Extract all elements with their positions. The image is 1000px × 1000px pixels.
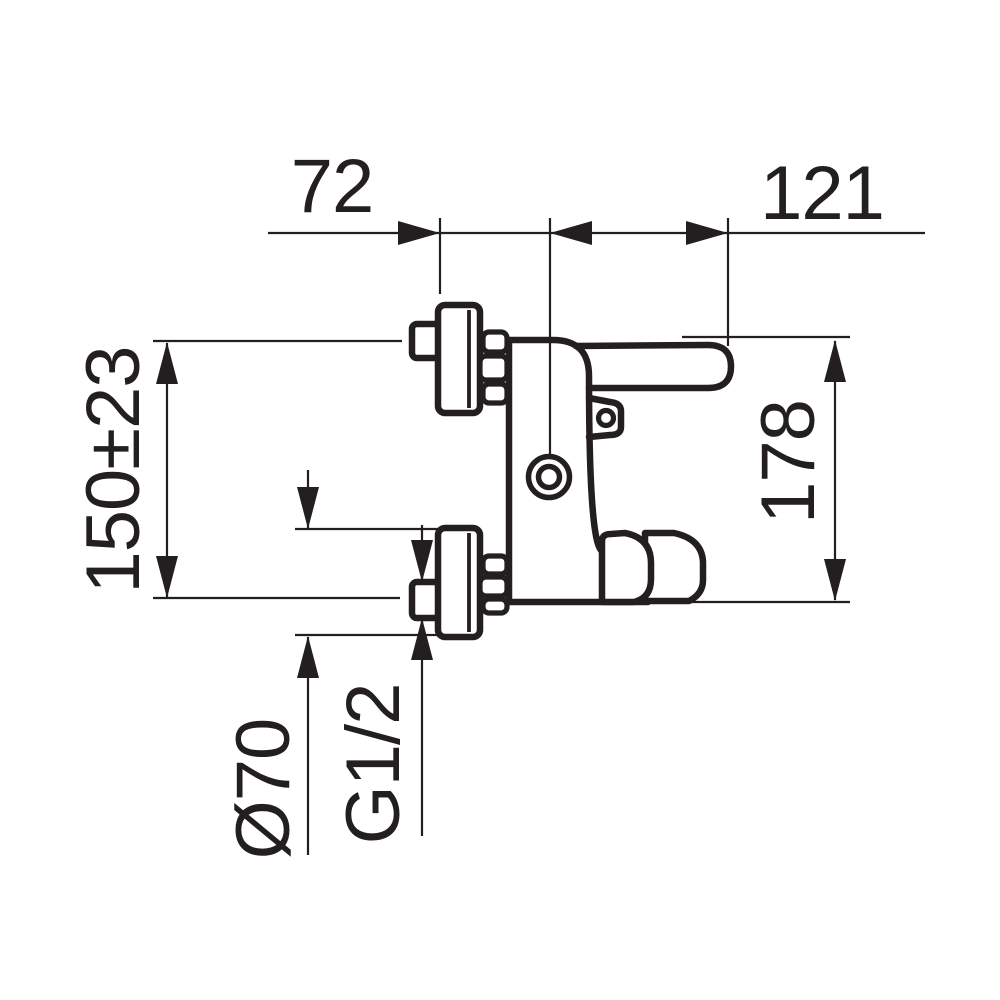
dimension-arrowheads [156, 221, 846, 678]
arrow-up-icon [297, 636, 319, 678]
spout-end [641, 529, 707, 605]
arrow-down-icon [411, 540, 433, 582]
arrow-right-icon [686, 221, 728, 245]
mixer-tap-fixture [408, 301, 735, 641]
dimension-label-g12: G1/2 [331, 684, 416, 845]
screw-outer-ring [525, 453, 573, 501]
bottom-wall-flange [434, 524, 484, 641]
arrow-down-icon [156, 556, 178, 598]
arrow-right-icon [398, 221, 440, 245]
bottom-nut-facet [480, 553, 510, 577]
dimension-label-121: 121 [760, 151, 884, 236]
dimension-label-150-23: 150±23 [71, 346, 156, 593]
arrow-up-icon [824, 340, 846, 382]
arrow-up-icon [411, 618, 433, 660]
top-wall-flange [434, 301, 484, 417]
top-nut-facet [477, 353, 510, 383]
arrow-down-icon [824, 559, 846, 601]
bracket-hole [595, 407, 617, 429]
mounting-bracket [585, 394, 625, 441]
mixer-body-outline [505, 336, 652, 606]
dimension-label-178: 178 [746, 400, 831, 524]
screw-inner-ring [535, 463, 563, 491]
lever-handle [572, 341, 735, 392]
spout-body [598, 529, 655, 606]
arrow-down-icon [297, 487, 319, 529]
dimension-label-diameter-70: Ø70 [221, 719, 306, 860]
top-nut-facet [480, 329, 510, 355]
arrow-up-icon [156, 342, 178, 384]
bottom-nut-facet [480, 596, 510, 616]
dimension-lines [153, 218, 925, 855]
top-nut-facet [480, 381, 510, 406]
dimension-labels: 72 121 150±23 178 Ø70 G1/2 [71, 144, 885, 860]
arrow-left-icon [550, 221, 592, 245]
bottom-nut-facet [477, 574, 510, 599]
dimension-label-72: 72 [291, 144, 374, 229]
